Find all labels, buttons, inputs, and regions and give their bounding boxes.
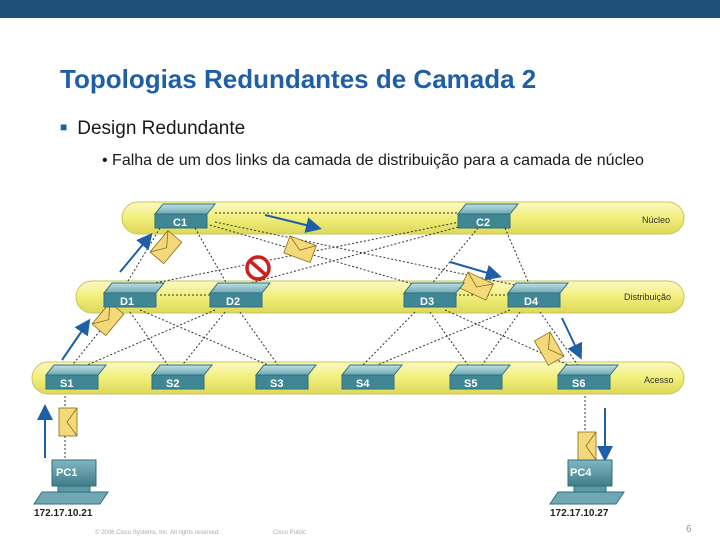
bullet-level1-text: Design Redundante [77,118,246,139]
footer-classification: Cisco Public [273,530,307,536]
footer-copyright: © 2006 Cisco Systems, Inc. All rights re… [95,530,220,536]
frame-envelope-5 [459,271,494,301]
failed-link-icon [245,255,271,281]
pc-pc1-label: PC1 [56,467,77,479]
switch-d4-label: D4 [524,296,539,308]
core-layer-band: Núcleo [121,201,685,235]
link-c2-d4 [504,227,531,287]
switch-d1-label: D1 [120,296,134,308]
frame-envelope-1 [58,407,78,437]
pc1-address: 172.17.10.21 [34,508,93,519]
switch-s1: S1 [44,364,108,390]
core-layer-label: Núcleo [642,215,670,225]
switch-d1: D1 [102,282,166,308]
link-d4-s5 [479,311,521,369]
arrow-c2-d4 [449,261,502,281]
frame-envelope-7 [577,431,597,461]
switch-s2: S2 [150,364,214,390]
pc-pc4: PC4 [549,459,625,505]
link-d1-s3 [139,309,276,369]
switch-s3: S3 [254,364,318,390]
arrow-d1-c1 [119,232,153,273]
frame-envelope-2 [91,301,125,337]
flow-arrows [37,214,613,462]
pc-pc4-label: PC4 [570,467,592,479]
switch-s6: S6 [556,364,620,390]
redundant-topology-diagram: Núcleo Distribuição Acesso [31,201,685,519]
switch-c2: C2 [456,203,520,229]
switch-c2-label: C2 [476,217,490,229]
link-d3-s4 [359,311,416,369]
pc4-address: 172.17.10.27 [550,508,609,519]
page-number: 6 [686,524,692,535]
link-d3-s5 [429,311,471,369]
link-c2-d2 [239,225,463,287]
link-d1-s2 [129,311,171,369]
arrow-s1-d1 [61,318,91,361]
switch-s6-label: S6 [572,378,585,390]
frame-envelope-6 [533,331,565,366]
frame-envelope-4 [283,235,317,264]
link-c1-d1 [124,227,161,287]
switch-d2-label: D2 [226,296,240,308]
bullet-level1: ■ Design Redundante [60,118,245,140]
distribution-layer-label: Distribuição [624,292,671,302]
switch-s5: S5 [448,364,512,390]
switch-c1: C1 [153,203,217,229]
slide-title: Topologias Redundantes de Camada 2 [60,64,537,94]
link-d2-s1 [79,309,216,369]
pc-pc1: PC1 [33,459,109,505]
arrow-c1-c2 [264,214,322,233]
switch-s5-label: S5 [464,378,477,390]
switch-s4: S4 [340,364,404,390]
link-c1-d2 [194,227,229,287]
switch-d3: D3 [402,282,466,308]
link-d2-s3 [239,311,281,369]
switch-s1-label: S1 [60,378,73,390]
switch-s3-label: S3 [270,378,283,390]
top-bar [0,0,720,18]
frames [58,229,597,461]
links [64,212,586,462]
switch-d2: D2 [208,282,272,308]
arrow-d4-s6 [561,317,583,360]
frame-envelope-3 [149,229,183,265]
access-layer-label: Acesso [644,375,674,385]
bullet-level2: • Falha de um dos links da camada de dis… [102,152,644,169]
link-d4-s4 [369,309,511,369]
switch-d4: D4 [506,282,570,308]
switch-s2-label: S2 [166,378,179,390]
link-c2-d3 [429,227,479,287]
switch-s4-label: S4 [356,378,370,390]
bullet-level2-text: Falha de um dos links da camada de distr… [112,152,644,169]
square-bullet-icon: ■ [60,120,68,134]
switch-c1-label: C1 [173,217,187,229]
link-c1-d3 [209,224,421,287]
distribution-layer-band: Distribuição [75,280,685,314]
link-d2-s2 [179,311,226,369]
switch-d3-label: D3 [420,296,434,308]
